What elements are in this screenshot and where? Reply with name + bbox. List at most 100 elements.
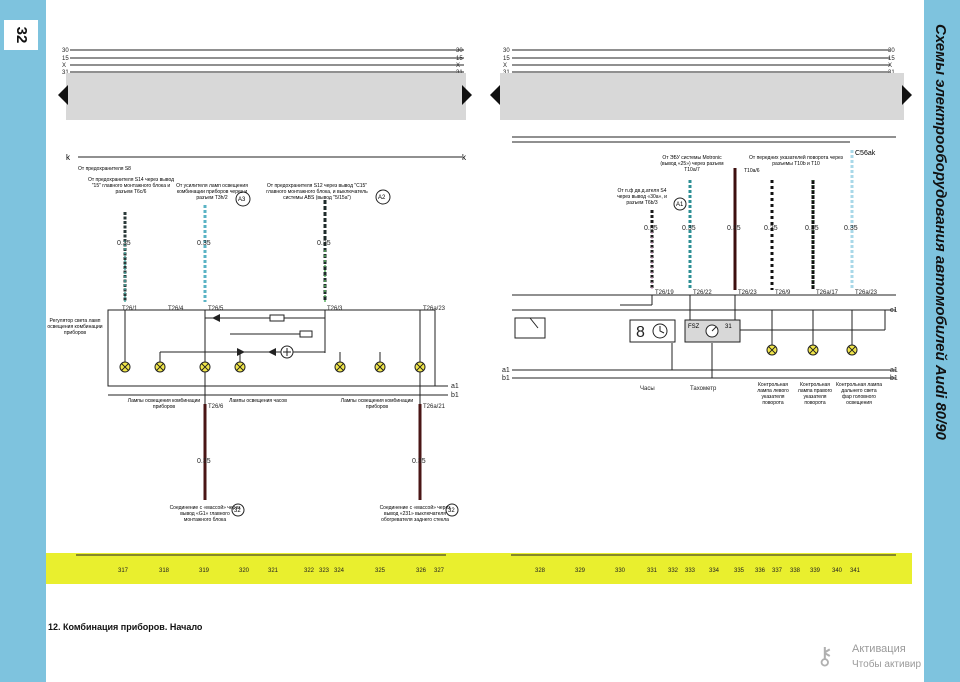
band-number: 331 <box>647 568 658 574</box>
bus-r-label-30: 30 <box>503 48 510 54</box>
clock-digit: 8 <box>636 324 645 341</box>
band-number: 335 <box>734 568 745 574</box>
diode-2-icon <box>237 348 245 356</box>
label-tacho: Тахометр <box>690 386 717 392</box>
band-number: 330 <box>615 568 626 574</box>
left-page-stripe <box>0 0 46 682</box>
band-number: 323 <box>319 568 330 574</box>
ref-32b: 32 <box>448 508 455 514</box>
label-lamps-panel: Лампы освещения комбинации приборов <box>127 398 201 410</box>
band-number: 334 <box>709 568 720 574</box>
wire-size-4: 0.35 <box>197 458 211 465</box>
ref-a2: A2 <box>378 195 386 201</box>
label-lamp-left-turn: Контрольная лампа левого указателя повор… <box>757 382 789 406</box>
label-clock: Часы <box>640 386 655 392</box>
pin-t26-19: T26/19 <box>655 290 674 296</box>
label-ground-1: Соединение с «массой» через вывод «G1» г… <box>169 505 241 523</box>
bus-a1-right-end: a1 <box>890 367 898 374</box>
band-number: 332 <box>668 568 679 574</box>
right-top-bus <box>512 49 890 73</box>
band-number: 322 <box>304 568 315 574</box>
band-number: 336 <box>755 568 766 574</box>
bus-label-30-end: 30 <box>456 48 463 54</box>
bus-r-label-15: 15 <box>503 56 510 62</box>
watermark-line-1: Активация <box>852 643 906 655</box>
label-lamp-right-turn: Контрольная лампа правого указателя пово… <box>797 382 833 406</box>
right-arrow-icon <box>462 85 472 105</box>
label-fuse-s14: От предохранителя S14 через вывод "15" г… <box>87 177 175 195</box>
bus-r-label-15-end: 15 <box>888 56 895 62</box>
pin-t26-3: T26/3 <box>327 306 343 312</box>
wire-r-1: 0.35 <box>644 225 658 232</box>
label-amp: От усилителя ламп освещения комбинации п… <box>176 183 248 201</box>
k-label-right: k <box>462 153 467 162</box>
left-grey-strip <box>66 73 466 120</box>
band-number: 319 <box>199 568 210 574</box>
right-wires <box>650 150 854 290</box>
bus-label-15: 15 <box>62 56 69 62</box>
pin-t26-6: T26/6 <box>208 404 224 410</box>
band-number: 337 <box>772 568 783 574</box>
wire-size-2: 0.35 <box>197 240 211 247</box>
pin-t26-9: T26/9 <box>775 290 791 296</box>
label-c56ak: C56ak <box>855 150 876 157</box>
left-arrow-icon <box>58 85 68 105</box>
bus-r-label-30-end: 30 <box>888 48 895 54</box>
left-lamps <box>119 361 426 373</box>
k-label-left: k <box>66 153 71 162</box>
pin-t26-23: T26/23 <box>738 290 757 296</box>
band-number: 324 <box>334 568 345 574</box>
band-number: 321 <box>268 568 279 574</box>
wire-size-5: 0.35 <box>412 458 426 465</box>
label-fuse-s12: От предохранителя S12 через вывод "C15" … <box>266 183 368 201</box>
pin-t26a-21: T26a/21 <box>423 404 446 410</box>
tacho-needle <box>711 326 717 332</box>
band-number: 339 <box>810 568 821 574</box>
wire-r-6: 0.35 <box>844 225 858 232</box>
band-number: 328 <box>535 568 546 574</box>
pin-t10a-6: T10a/6 <box>744 168 760 174</box>
band-number: 318 <box>159 568 170 574</box>
wire-r-5: 0.35 <box>805 225 819 232</box>
bus-a1-right-start: a1 <box>502 367 510 374</box>
band-number: 320 <box>239 568 250 574</box>
label-lamp-high-beam: Контрольная лампа дальнего света фар гол… <box>836 382 882 406</box>
ref-circle-a1 <box>673 197 687 211</box>
label-ground-2: Соединение с «массой» через вывод «231» … <box>379 505 451 523</box>
pin-t26-1: T26/1 <box>122 306 138 312</box>
bus-label-x: X <box>62 63 66 69</box>
band-number: 329 <box>575 568 586 574</box>
pin-t26a-23: T26a/23 <box>423 306 446 312</box>
right-page-right-arrow-icon <box>902 85 912 105</box>
left-top-bus <box>70 49 464 73</box>
watermark: ⚷ Активация Чтобы активир <box>810 640 924 680</box>
bus-label-30: 30 <box>62 48 69 54</box>
bus-b1-left: b1 <box>451 392 459 399</box>
bus-a1-left: a1 <box>451 383 459 390</box>
wire-r-3: 0.35 <box>727 225 741 232</box>
band-number: 338 <box>790 568 801 574</box>
ref-circle-a3 <box>235 191 251 207</box>
wire-r-4: 0.35 <box>764 225 778 232</box>
pin-t26-22: T26/22 <box>693 290 712 296</box>
bus-label-x-end: X <box>456 63 460 69</box>
ref-circle-a2 <box>375 189 391 205</box>
ref-32a: 32 <box>234 508 241 514</box>
band-number: 341 <box>850 568 861 574</box>
watermark-line-2: Чтобы активир <box>852 659 922 670</box>
label-turn: От передних указателей поворота через ра… <box>749 155 843 167</box>
right-grey-strip <box>500 73 904 120</box>
right-page-left-arrow-icon <box>490 85 500 105</box>
bus-r-label-x: X <box>503 63 507 69</box>
label-lamps-clock: Лампы освещения часов <box>229 398 287 404</box>
label-ecu: От ЭБУ системы Motronic (вывод «25») чер… <box>660 155 724 173</box>
label-fuse-s8: От предохранителя S8 <box>78 166 131 172</box>
diode-3-icon <box>268 348 276 356</box>
left-cluster-box <box>107 309 448 404</box>
ref-a1: A1 <box>676 202 684 208</box>
bus-label-15-end: 15 <box>456 56 463 62</box>
right-lamps <box>766 344 858 356</box>
label-engine: От п.ф дв.д.ателя S4 через вывод «30a», … <box>617 188 667 206</box>
ref-a3: A3 <box>238 197 246 203</box>
